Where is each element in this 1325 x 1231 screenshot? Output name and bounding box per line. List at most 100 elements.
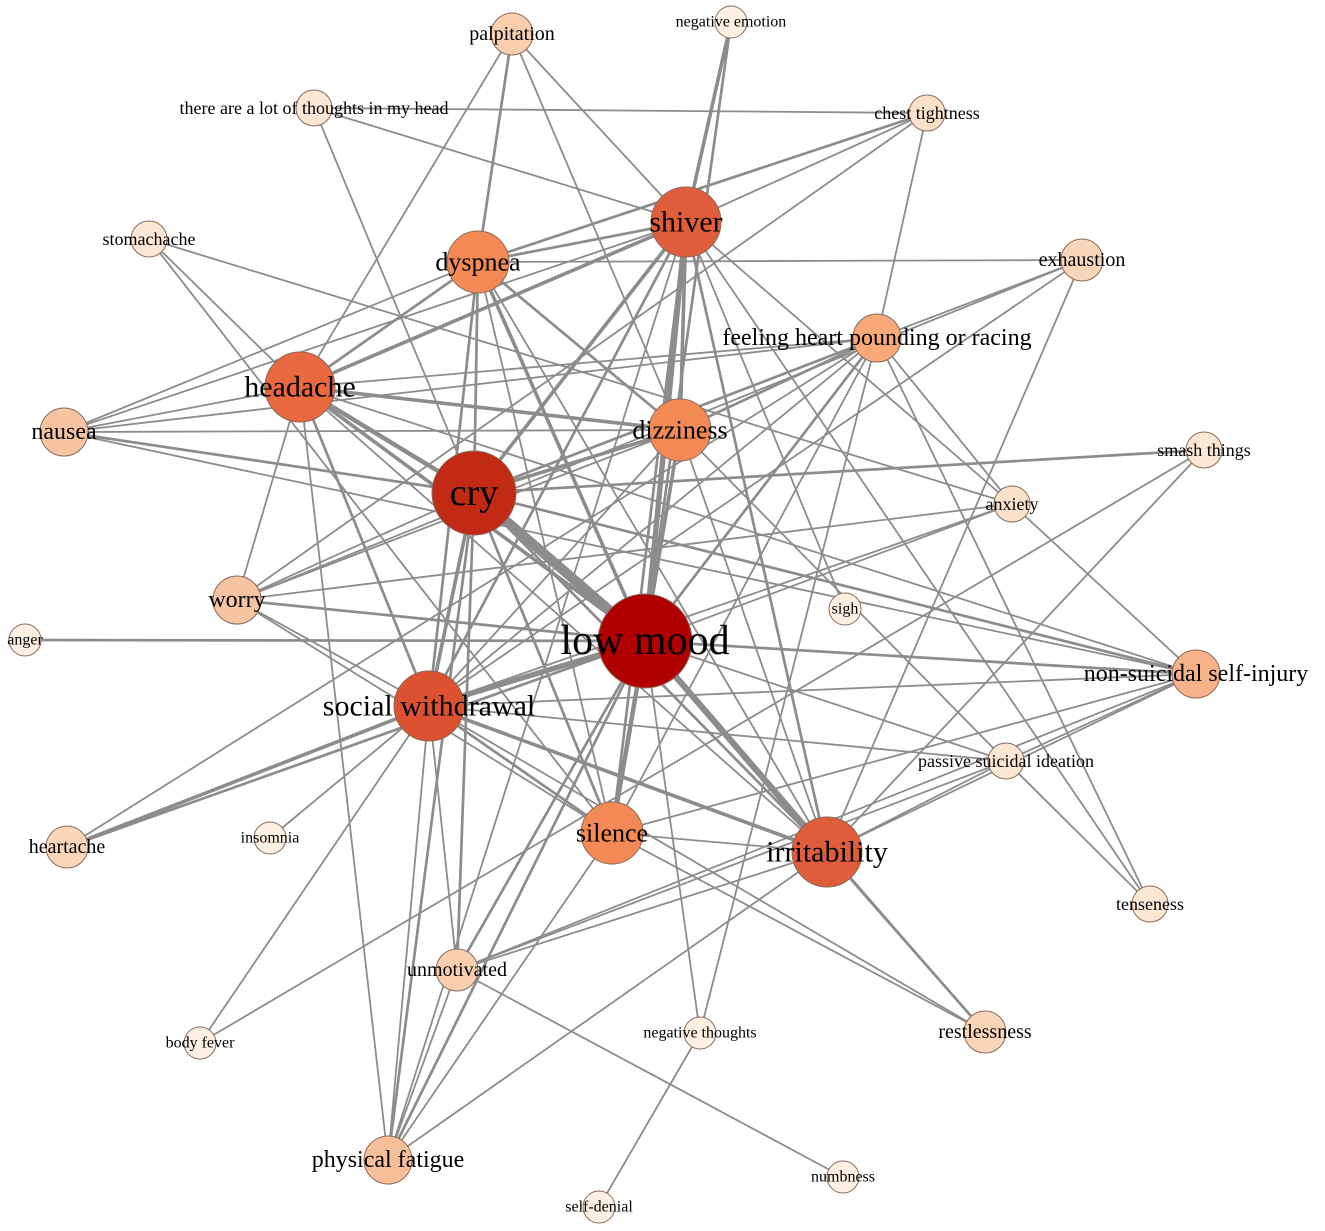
- edge-social_withdrawal-unmotivated: [428, 705, 458, 971]
- edge-palpitation-headache: [299, 33, 513, 388]
- edge-social_withdrawal-physical_fatigue: [387, 705, 430, 1161]
- edge-thoughts-chest_tightness: [313, 107, 928, 114]
- edge-irritability-silence: [611, 832, 828, 853]
- node-body-fever: [183, 1026, 217, 1060]
- node-thoughts: [295, 89, 333, 127]
- edge-shiver-thoughts: [313, 107, 687, 223]
- edge-dyspnea-nausea: [63, 261, 479, 433]
- edge-exhaustion-irritability: [826, 259, 1083, 853]
- label-smash-things: smash things: [1157, 440, 1251, 460]
- node-exhaustion: [1060, 238, 1104, 282]
- edge-dizziness-social_withdrawal: [428, 429, 681, 707]
- node-worry: [212, 575, 262, 625]
- edge-shiver-nausea: [63, 221, 687, 433]
- edge-dizziness-nausea: [63, 429, 681, 433]
- edge-headache-irritability: [299, 386, 828, 853]
- label-shiver: shiver: [649, 206, 722, 239]
- edge-headache-worry: [236, 386, 301, 601]
- node-dizziness: [648, 398, 712, 462]
- node-nausea: [39, 407, 89, 457]
- node-irritability: [791, 816, 863, 888]
- edge-feeling_heart-tenseness: [876, 337, 1151, 905]
- edge-dyspnea-headache: [298, 260, 480, 389]
- label-stomachache: stomachache: [103, 229, 196, 249]
- edge-stomachache-silence: [148, 238, 613, 834]
- edge-anxiety-non_suicidal: [1011, 503, 1197, 675]
- edge-nausea-non_suicidal: [63, 431, 1197, 675]
- edge-exhaustion-social_withdrawal: [428, 259, 1083, 707]
- edge-cry-silence: [472, 491, 614, 835]
- node-physical-fatigue: [363, 1135, 413, 1185]
- node-stomachache: [130, 220, 168, 258]
- edge-shiver-headache: [298, 220, 688, 389]
- node-palpitation: [490, 12, 534, 56]
- edge-low_mood-passive_suicidal: [644, 640, 1007, 762]
- node-heartache: [45, 825, 89, 869]
- label-heartache: heartache: [29, 836, 106, 858]
- label-anger: anger: [7, 632, 43, 649]
- node-smash-things: [1185, 431, 1223, 469]
- edge-shiver-silence: [610, 220, 688, 835]
- edge-shiver-social_withdrawal: [427, 220, 688, 708]
- edge-passive_suicidal-non_suicidal: [1005, 673, 1197, 762]
- label-negative-emotion: negative emotion: [676, 14, 787, 31]
- edge-dizziness-feeling_heart: [678, 336, 879, 432]
- edge-silence-physical_fatigue: [387, 832, 613, 1161]
- node-headache: [264, 351, 336, 423]
- edge-passive_suicidal-tenseness: [1005, 760, 1151, 905]
- edge-irritability-restlessness: [825, 850, 987, 1034]
- node-non-suicidal: [1171, 649, 1221, 699]
- label-insomnia: insomnia: [241, 830, 300, 847]
- edge-dyspnea-chest_tightness: [476, 111, 929, 264]
- edge-heartache-low_mood: [65, 639, 647, 849]
- edge-shiver-anxiety: [685, 221, 1013, 505]
- label-non-suicidal: non-suicidal self-injury: [1084, 661, 1309, 687]
- label-exhaustion: exhaustion: [1039, 249, 1126, 271]
- label-chest-tightness: chest tightness: [874, 103, 980, 123]
- label-thoughts: there are a lot of thoughts in my head: [180, 98, 449, 118]
- edge-low_mood-negative_thoughts: [644, 640, 701, 1034]
- edge-shiver-irritability: [684, 220, 829, 854]
- edge-cry-physical_fatigue: [386, 491, 476, 1162]
- node-layer: [8, 5, 1223, 1224]
- edge-low_mood-physical_fatigue: [386, 639, 647, 1162]
- edge-low_mood-unmotivated: [455, 639, 647, 972]
- label-body-fever: body fever: [166, 1035, 236, 1052]
- edge-low_mood-anger: [23, 638, 647, 643]
- label-social-withdrawal: social withdrawal: [323, 690, 535, 723]
- label-headache: headache: [244, 371, 356, 404]
- edge-social_withdrawal-irritability: [427, 704, 829, 854]
- label-low-mood: low mood: [560, 618, 729, 664]
- edge-headache-feeling_heart: [299, 337, 878, 388]
- edge-shiver-physical_fatigue: [387, 221, 687, 1161]
- node-anxiety: [993, 485, 1031, 523]
- edge-silence-restlessness: [611, 832, 986, 1033]
- edge-unmotivated-physical_fatigue: [387, 969, 458, 1161]
- edge-irritability-smash_things: [826, 449, 1205, 853]
- edge-body_fever-smash_things: [199, 449, 1205, 1044]
- edge-dyspnea-dizziness: [476, 260, 682, 432]
- edge-social_withdrawal-worry: [236, 599, 430, 707]
- edge-social_withdrawal-silence: [427, 704, 614, 835]
- edge-headache-non_suicidal: [299, 386, 1197, 675]
- node-unmotivated: [435, 948, 479, 992]
- edge-feeling_heart-nausea: [63, 337, 878, 433]
- node-dyspnea: [446, 230, 510, 294]
- edge-headache-dizziness: [298, 385, 682, 432]
- edge-cry-nausea: [62, 430, 476, 495]
- label-worry: worry: [208, 587, 265, 613]
- edge-feeling_heart-social_withdrawal: [428, 337, 878, 707]
- label-silence: silence: [576, 819, 648, 848]
- edge-silence-non_suicidal: [611, 673, 1197, 834]
- node-social-withdrawal: [393, 670, 465, 742]
- edge-low_mood-anxiety: [644, 503, 1013, 642]
- edge-feeling_heart-chest_tightness: [876, 112, 928, 339]
- edge-worry-chest_tightness: [236, 112, 928, 601]
- label-self-denial: self-denial: [565, 1199, 633, 1216]
- edge-social_withdrawal-anxiety: [428, 503, 1013, 707]
- label-numbness: numbness: [811, 1169, 875, 1186]
- edge-headache-social_withdrawal: [298, 385, 431, 708]
- edge-social_withdrawal-body_fever: [199, 705, 430, 1044]
- edge-palpitation-shiver: [511, 33, 687, 223]
- node-self-denial: [582, 1190, 616, 1224]
